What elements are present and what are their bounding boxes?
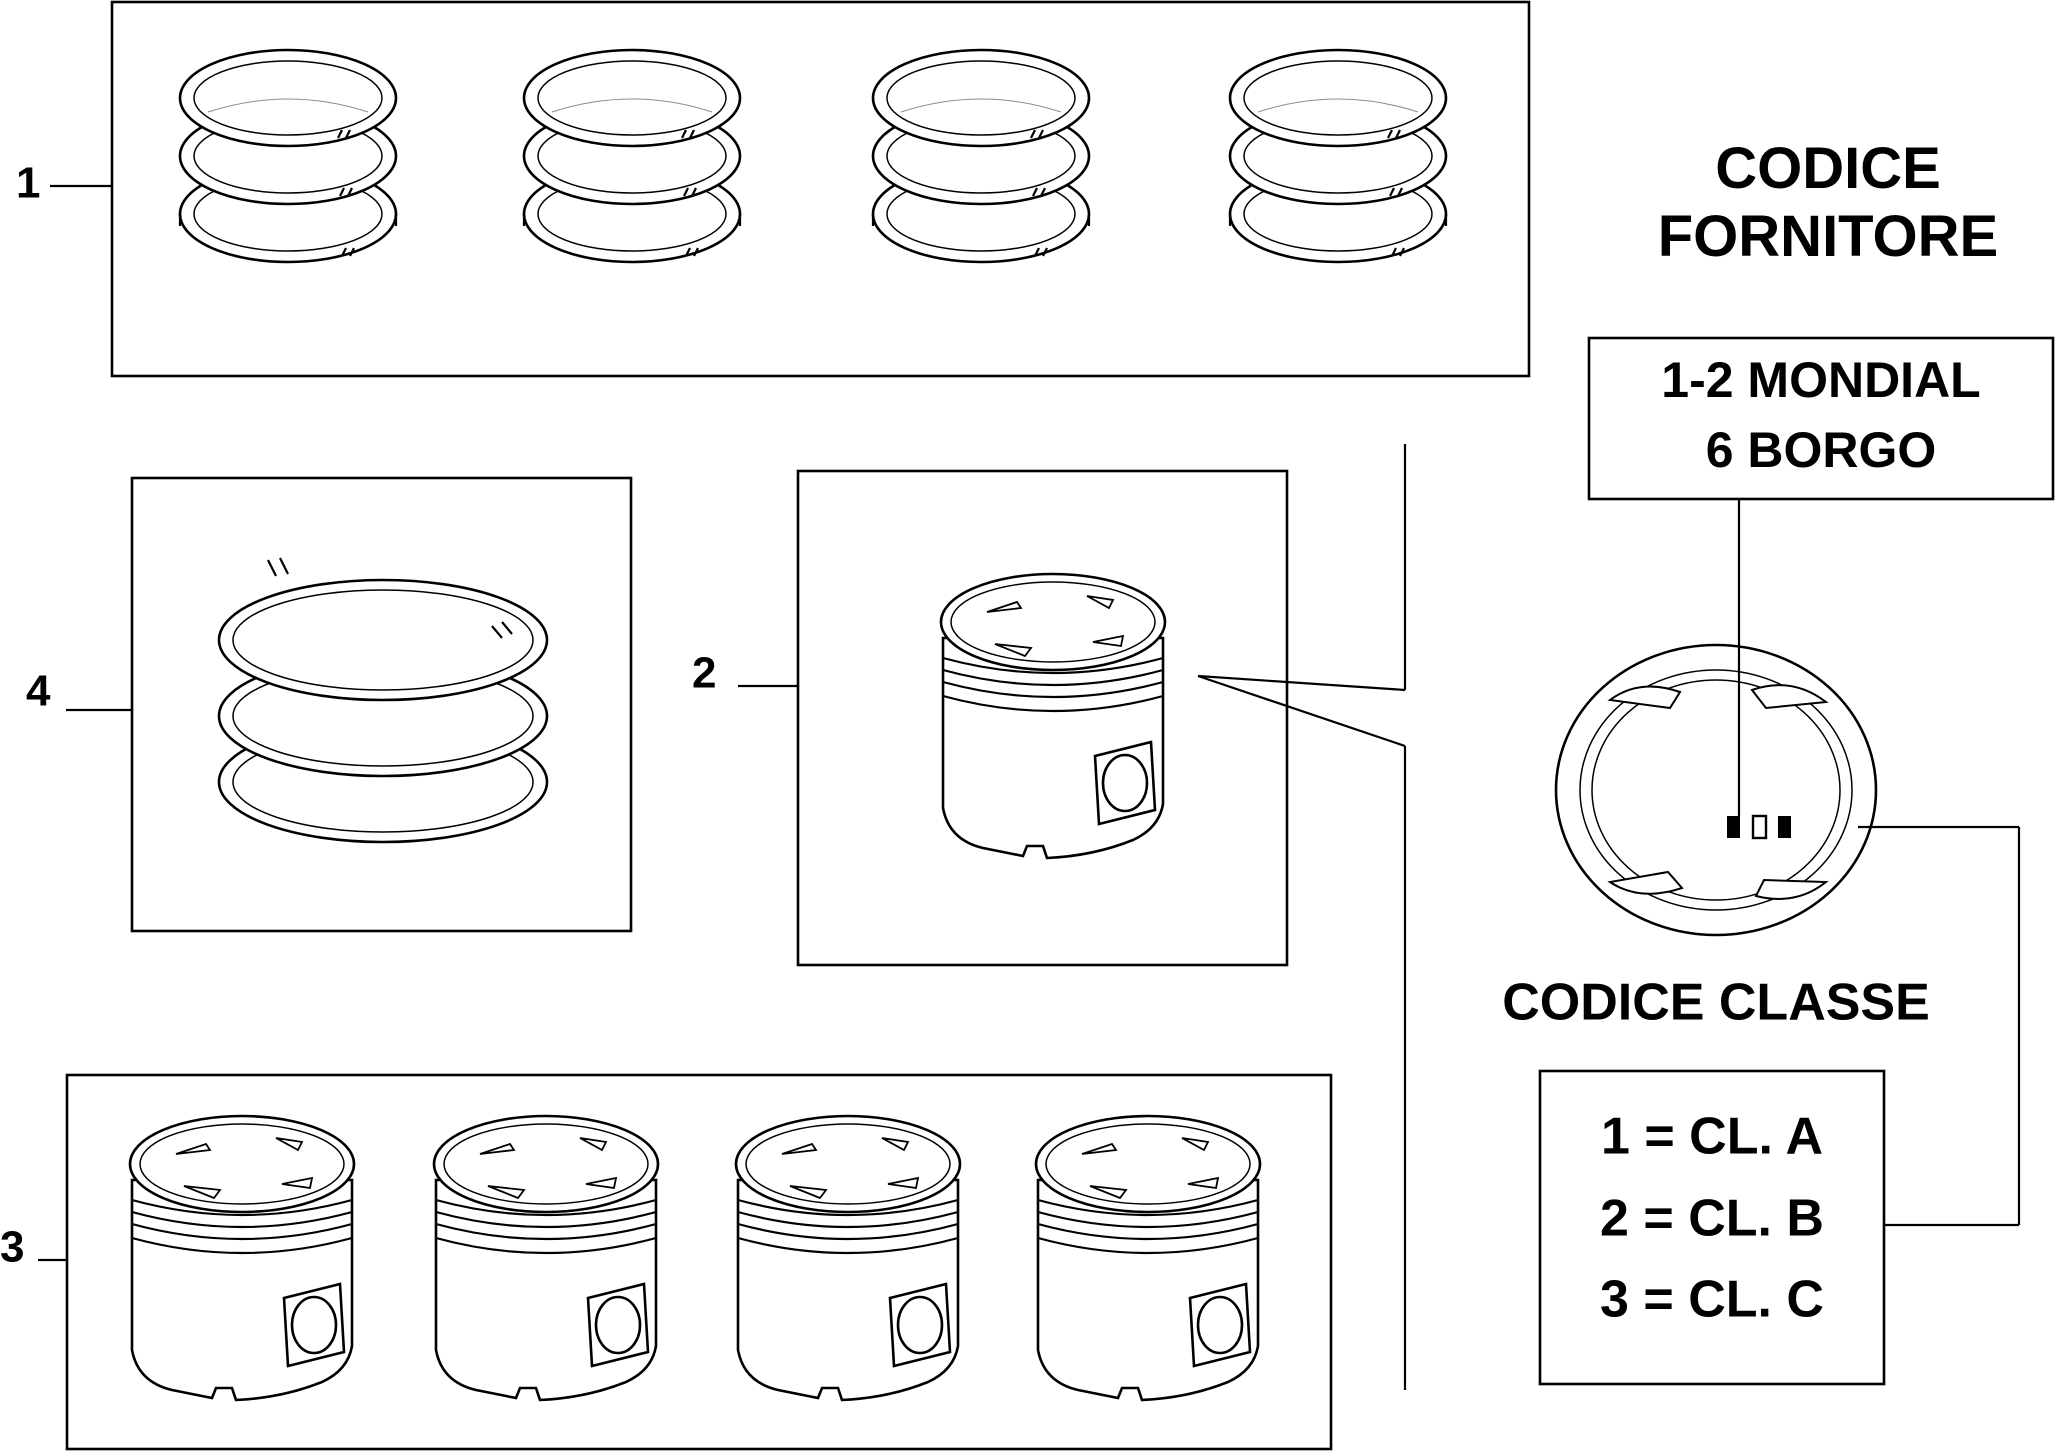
supplier-heading-line2: FORNITORE: [1658, 204, 1999, 269]
single-ring-set-box: [66, 476, 633, 933]
piston-ring-set-icon: [217, 557, 549, 844]
class-row-1: 1 = CL. A: [1601, 1108, 1823, 1166]
supplier-entry-2: 6 BORGO: [1706, 422, 1937, 478]
piston-ring-set-icon: [178, 48, 398, 264]
piston-crown-marking-icon: [1554, 643, 1878, 937]
piston-icon: [734, 1114, 962, 1402]
leader-lines: [1197, 444, 1407, 1390]
class-heading: CODICE CLASSE: [1502, 974, 1930, 1032]
class-row-2: 2 = CL. B: [1600, 1190, 1824, 1248]
ring-sets-box: [50, 0, 1531, 378]
piston-icon: [128, 1114, 356, 1402]
piston-icon: [939, 572, 1167, 860]
class-box: [1538, 1069, 1886, 1386]
piston-icon: [1034, 1114, 1262, 1402]
pistons-box: [38, 1073, 1333, 1451]
supplier-box: [1587, 336, 2055, 501]
callout-4: 4: [26, 667, 51, 716]
callout-1: 1: [16, 159, 40, 208]
class-row-3: 3 = CL. C: [1600, 1271, 1824, 1329]
callout-2: 2: [692, 649, 716, 698]
supplier-entry-1: 1-2 MONDIAL: [1661, 352, 1980, 408]
piston-ring-set-icon: [871, 48, 1091, 264]
piston-ring-set-icon: [1228, 48, 1448, 264]
piston-icon: [432, 1114, 660, 1402]
piston-ring-set-icon: [522, 48, 742, 264]
callout-3: 3: [0, 1223, 24, 1272]
single-piston-box: [738, 469, 1289, 967]
supplier-heading-line1: CODICE: [1715, 136, 1941, 201]
